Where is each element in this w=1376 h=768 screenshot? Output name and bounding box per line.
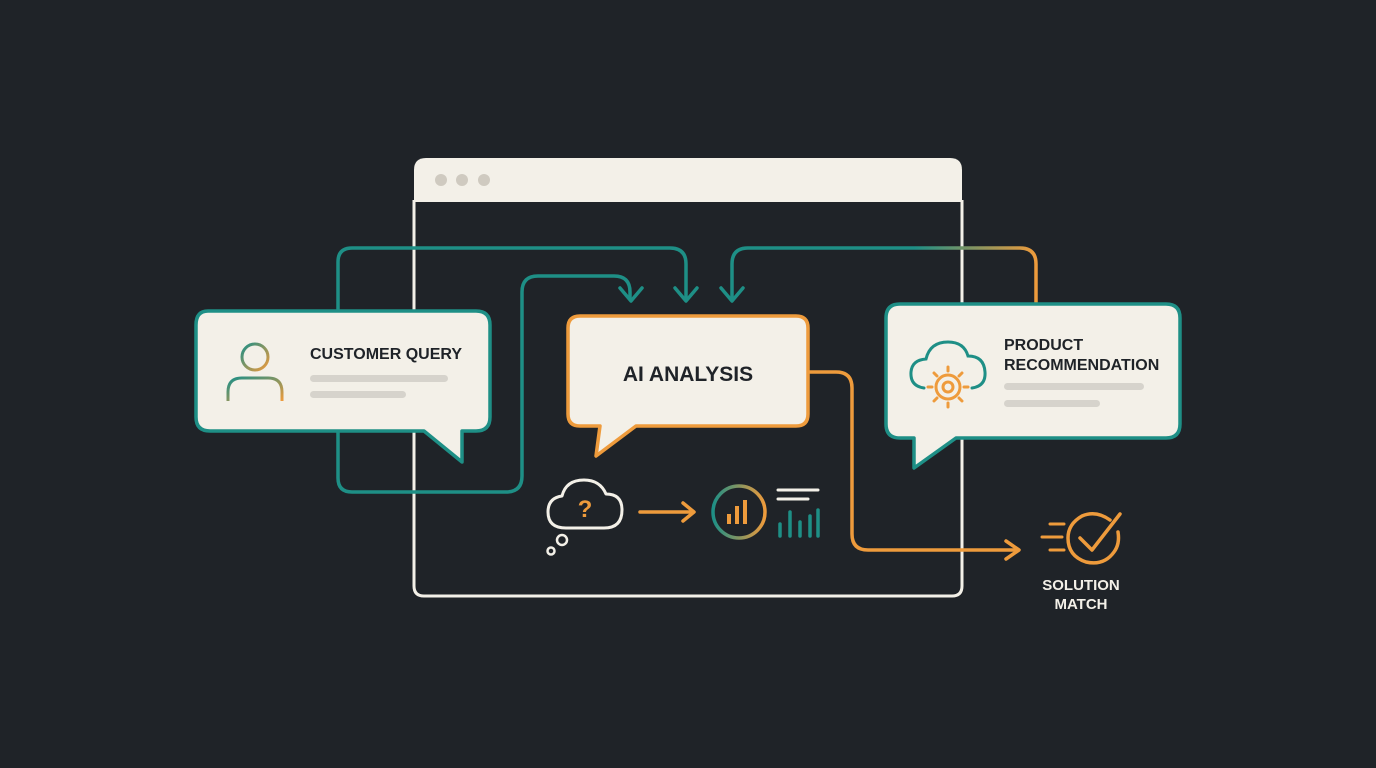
placeholder-line-3 <box>1004 383 1144 390</box>
customer-query-bubble <box>194 309 492 464</box>
solution-match-label-1: SOLUTION <box>1042 577 1120 594</box>
connector-customer-to-ai-outer <box>336 246 688 312</box>
product-recommendation-node: PRODUCT RECOMMENDATION <box>884 302 1182 470</box>
arrowhead-right <box>719 286 745 303</box>
arrowhead-outer <box>673 286 699 303</box>
connectors <box>336 246 1038 561</box>
customer-query-node: CUSTOMER QUERY <box>194 309 492 464</box>
ai-analysis-bubble <box>566 314 810 458</box>
solution-match-node: SOLUTION MATCH <box>1040 512 1122 613</box>
placeholder-line-1 <box>310 375 448 382</box>
ai-analysis-node: AI ANALYSIS <box>566 314 810 458</box>
speed-lines-icon <box>1040 522 1066 552</box>
question-mark: ? <box>578 496 593 523</box>
browser-window <box>412 158 964 598</box>
window-dot-2 <box>456 174 468 186</box>
solution-match-label-2: MATCH <box>1054 596 1107 613</box>
customer-query-label: CUSTOMER QUERY <box>310 346 462 363</box>
connector-ai-to-solution <box>808 370 1018 552</box>
process-arrowhead <box>681 501 696 523</box>
thought-bubble-small-2 <box>546 546 556 556</box>
cloud-gear-icon <box>909 340 987 409</box>
connector-product-to-ai <box>730 246 1038 304</box>
product-recommendation-label-2: RECOMMENDATION <box>1004 357 1159 374</box>
thought-cloud-icon: ? <box>546 478 624 556</box>
connector-customer-to-ai-inner <box>336 274 632 494</box>
gear-icon <box>926 365 970 409</box>
browser-titlebar <box>414 158 962 202</box>
window-dot-3 <box>478 174 490 186</box>
ai-analysis-label: AI ANALYSIS <box>623 363 753 386</box>
arrowhead-inner <box>618 286 644 303</box>
person-icon <box>226 342 284 401</box>
window-dot-1 <box>435 174 447 186</box>
placeholder-line-2 <box>310 391 406 398</box>
placeholder-line-4 <box>1004 400 1100 407</box>
product-recommendation-label-1: PRODUCT <box>1004 337 1083 354</box>
analytics-ring-icon <box>711 484 767 540</box>
arrowhead-solution <box>1004 539 1021 561</box>
check-circle-icon <box>1066 512 1122 565</box>
thought-bubble-small-1 <box>555 533 569 547</box>
bar-chart-icon <box>776 488 820 538</box>
